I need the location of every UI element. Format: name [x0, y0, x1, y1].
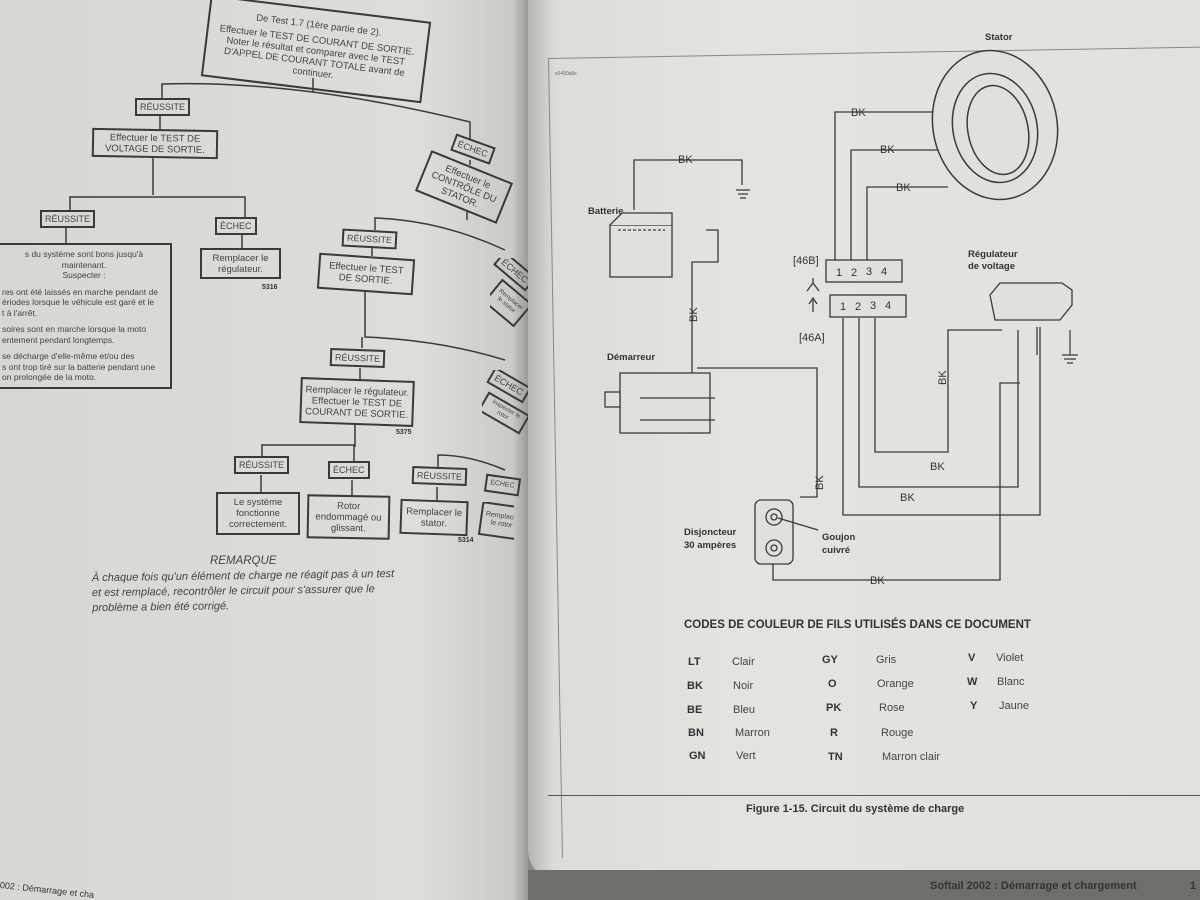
wire-label: BK [900, 492, 915, 504]
pin-number: 3 [866, 266, 872, 278]
code-name: Rouge [881, 727, 914, 739]
breaker-icon [754, 499, 819, 565]
flowchart-connectors [65, 78, 506, 500]
code: BN [688, 727, 704, 739]
code: O [828, 678, 837, 690]
right-page [528, 0, 1200, 880]
code-name: Blanc [997, 676, 1025, 688]
stud-label: Goujon [822, 532, 855, 543]
code: GN [689, 750, 706, 762]
suspect-line: soires sont en marche lorsque la moto [2, 324, 147, 335]
connector-label: [46B] [793, 255, 819, 267]
battery-icon [609, 212, 673, 278]
pin-number: 1 [840, 301, 846, 313]
right-footer: Softail 2002 : Démarrage et chargement [930, 880, 1137, 892]
connector-46b [806, 259, 907, 318]
code-name: Rose [879, 702, 905, 714]
wires [633, 111, 1041, 581]
system-ok-box: Le système fonctionne correctement. [216, 492, 300, 535]
pass-label: RÉUSSITE [234, 456, 290, 474]
fail-label: ÉCHEC [328, 461, 370, 479]
suspect-line: Suspecter : [62, 270, 106, 281]
figure-code: s0490a8x [555, 71, 577, 77]
suspect-line: entement pendant longtemps. [2, 334, 115, 345]
breaker-label: Disjoncteur [684, 527, 737, 538]
wire-label: BK [678, 154, 693, 166]
stud-label: cuivré [822, 545, 850, 556]
code-name: Vert [736, 750, 756, 762]
regulator-icon [989, 282, 1073, 321]
connector-label: [46A] [799, 332, 825, 344]
code-name: Orange [877, 678, 914, 690]
wire-label: BK [870, 575, 885, 587]
starter-icon [604, 372, 715, 434]
code: GY [822, 654, 838, 666]
color-codes-title: CODES DE COULEUR DE FILS UTILISÉS DANS C… [684, 619, 1031, 631]
code-name: Bleu [733, 704, 756, 716]
suspect-line: res ont été laissés en marche pendant de [2, 286, 158, 297]
pin-number: 3 [870, 300, 876, 312]
suspect-line: s du système sont bons jusqu'à maintenan… [24, 249, 144, 270]
charging-circuit-diagram: BK BK BK BK BK BK BK BK BK BK [46B] [46A… [588, 32, 1078, 587]
pass-label: RÉUSSITE [135, 98, 191, 116]
stator-label: Stator [985, 32, 1013, 43]
pin-number: 2 [851, 267, 857, 279]
wire-label: BK [851, 107, 866, 119]
wire-label: BK [688, 307, 700, 322]
suspect-line: t à l'arrêt. [2, 307, 38, 318]
wire-label: BK [937, 370, 949, 385]
pin-number: 1 [836, 267, 842, 279]
code-name: Violet [996, 652, 1024, 664]
regulator-label: Régulateur [968, 249, 1018, 260]
suspect-box: s du système sont bons jusqu'à maintenan… [0, 243, 172, 389]
suspect-line: ériodes lorsque le véhicule est garé et … [2, 297, 155, 308]
code-name: Marron [735, 727, 770, 739]
code-name: Clair [732, 656, 755, 668]
ref-number: 5375 [396, 429, 412, 436]
regulator-label: de voltage [968, 261, 1015, 272]
wire-label: BK [814, 475, 826, 490]
suspect-line: on prolongée de la moto. [2, 372, 97, 383]
code-name: Jaune [999, 700, 1029, 712]
fail-label: ÉCHEC [215, 217, 257, 235]
code: TN [828, 751, 843, 763]
code-name: Noir [733, 680, 754, 692]
pass-label: RÉUSSITE [40, 210, 96, 228]
code: BE [687, 704, 703, 716]
suspect-line: s ont trop tiré sur la batterie pendant … [2, 361, 156, 372]
suspect-line: se décharge d'elle-même et/ou des [2, 351, 135, 362]
code-name: Marron clair [882, 751, 941, 763]
pin-number: 4 [881, 266, 887, 278]
figure-caption: Figure 1-15. Circuit du système de charg… [746, 803, 965, 815]
ref-number: 5314 [458, 537, 474, 544]
code: W [967, 676, 978, 688]
divider [548, 795, 1200, 796]
code: BK [687, 680, 703, 692]
code: R [830, 727, 838, 739]
starter-label: Démarreur [607, 352, 655, 363]
pin-number: 4 [885, 300, 891, 312]
battery-label: Batterie [588, 206, 623, 217]
wire-label: BK [880, 144, 895, 156]
code: PK [826, 702, 842, 714]
left-page [0, 0, 528, 900]
replace-regulator-box: Remplacer le régulateur. [200, 248, 281, 279]
wire-label: BK [896, 182, 911, 194]
wire-label: BK [930, 461, 945, 473]
page-number: 1 [1190, 880, 1197, 892]
code: LT [688, 656, 701, 668]
breaker-label: 30 ampères [684, 540, 736, 551]
code: Y [970, 700, 978, 712]
stator-icon [931, 49, 1059, 201]
code: V [968, 652, 976, 664]
remark-title: REMARQUE [210, 555, 277, 567]
page-edge-shadow [528, 870, 1200, 900]
code-name: Gris [876, 654, 897, 666]
pin-number: 2 [855, 301, 861, 313]
ground-icon [736, 189, 1078, 364]
ref-number: 5316 [262, 284, 278, 291]
